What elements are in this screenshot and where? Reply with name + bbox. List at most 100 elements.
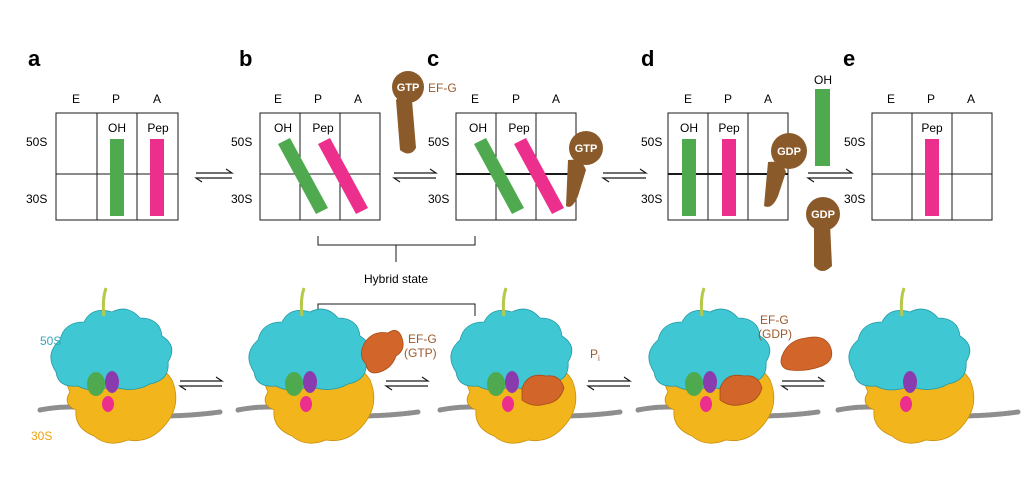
site-p-label: P [112, 92, 120, 106]
trna-purple [703, 371, 717, 393]
stalk [101, 287, 108, 317]
panel-letter-e: e [843, 46, 855, 71]
pi-label: Pi [590, 347, 600, 363]
label-30s: 30S [641, 192, 662, 206]
efg-gtp-bound: GTP [566, 131, 603, 207]
label-50s: 50S [26, 135, 47, 149]
pep-label: Pep [508, 121, 530, 135]
pep-label: Pep [312, 121, 334, 135]
label-30s: 30S [26, 192, 47, 206]
e-site-trna [682, 139, 696, 216]
trna-green [285, 372, 303, 396]
stalk [699, 287, 706, 317]
efg-gdp-label-line1: EF-G [760, 313, 789, 327]
site-a-label: A [153, 92, 161, 106]
site-a-label: A [552, 92, 560, 106]
p-site-trna [722, 139, 736, 216]
bottom-label-50s: 50S [40, 334, 61, 348]
efg-gdp-structure [780, 336, 833, 371]
trna-green [487, 372, 505, 396]
efg-bound-structure [719, 374, 763, 406]
trna-green [87, 372, 105, 396]
trna-green [685, 372, 703, 396]
site-e-label: E [471, 92, 479, 106]
equilibrium-arrow [194, 168, 234, 183]
label-50s: 50S [641, 135, 662, 149]
p-site-trna-hybrid [278, 138, 328, 214]
gdp-label: GDP [777, 146, 801, 158]
gtp-label: GTP [575, 143, 598, 155]
ribosome-box [871, 112, 993, 221]
label-50s: 50S [231, 135, 252, 149]
ribosome-structure [635, 287, 821, 444]
panel-a-scheme: E P A 50S 30S OH Pep [26, 92, 179, 221]
label-30s: 30S [428, 192, 449, 206]
label-30s: 30S [231, 192, 252, 206]
efg-gdp-bound: GDP [764, 133, 807, 207]
oh-label: OH [469, 121, 487, 135]
site-p-label: P [314, 92, 322, 106]
site-a-label: A [967, 92, 975, 106]
ribosome-box [55, 112, 179, 221]
pep-label: Pep [147, 121, 169, 135]
hybrid-state-label: Hybrid state [364, 272, 428, 286]
equilibrium-arrow [178, 376, 826, 391]
trna-pink [502, 396, 514, 412]
large-subunit-50s [848, 308, 971, 391]
ribosome-structures [37, 287, 1021, 444]
site-e-label: E [72, 92, 80, 106]
trna-pink [700, 396, 712, 412]
pep-label: Pep [921, 121, 943, 135]
trna-pink [900, 396, 912, 412]
panel-letter-d: d [641, 46, 654, 71]
label-30s: 30S [844, 192, 865, 206]
site-p-label: P [724, 92, 732, 106]
ejected-oh-label: OH [814, 73, 832, 87]
trna-purple [505, 371, 519, 393]
site-a-label: A [764, 92, 772, 106]
panel-letter-b: b [239, 46, 252, 71]
p-site-trna-hybrid [474, 138, 524, 214]
ribosome-structure [37, 287, 223, 444]
equilibrium-arrow [392, 168, 438, 183]
ejected-trna [815, 89, 830, 166]
site-p-label: P [512, 92, 520, 106]
panel-letter-a: a [28, 46, 41, 71]
site-e-label: E [274, 92, 282, 106]
ribosome-structure [235, 287, 421, 444]
panel-letter-c: c [427, 46, 439, 71]
gtp-label: GTP [397, 82, 420, 94]
label-50s: 50S [428, 135, 449, 149]
efg-gtp-free: GTP [392, 71, 424, 154]
site-p-label: P [927, 92, 935, 106]
stalk [899, 287, 906, 317]
p-site-trna [110, 139, 124, 216]
efg-bound-structure [521, 374, 565, 406]
ribosome-structure [437, 287, 623, 444]
oh-label: OH [108, 121, 126, 135]
stalk [299, 287, 306, 317]
trna-pink [300, 396, 312, 412]
a-site-trna [150, 139, 164, 216]
trna-pink [102, 396, 114, 412]
efg-gtp-label-line2: (GTP) [404, 346, 437, 360]
pep-label: Pep [718, 121, 740, 135]
efg-gtp-structure [361, 330, 404, 374]
bottom-label-30s: 30S [31, 429, 52, 443]
panel-d-scheme: E P A 50S 30S OH Pep GDP [641, 92, 807, 221]
ribosome-structure [835, 287, 1021, 444]
oh-label: OH [274, 121, 292, 135]
efg-gdp-released: GDP [806, 197, 840, 271]
equilibrium-arrow [806, 168, 854, 183]
efg-gdp-label-line2: (GDP) [758, 327, 792, 341]
trna-purple [105, 371, 119, 393]
trna-purple [303, 371, 317, 393]
stalk [501, 287, 508, 317]
panel-b-scheme: E P A 50S 30S OH Pep GTP EF-G [231, 71, 457, 221]
site-e-label: E [887, 92, 895, 106]
a-site-trna-hybrid [514, 138, 564, 214]
panel-c-scheme: E P A 50S 30S OH Pep GTP [428, 92, 603, 221]
trna-purple [903, 371, 917, 393]
site-a-label: A [354, 92, 362, 106]
